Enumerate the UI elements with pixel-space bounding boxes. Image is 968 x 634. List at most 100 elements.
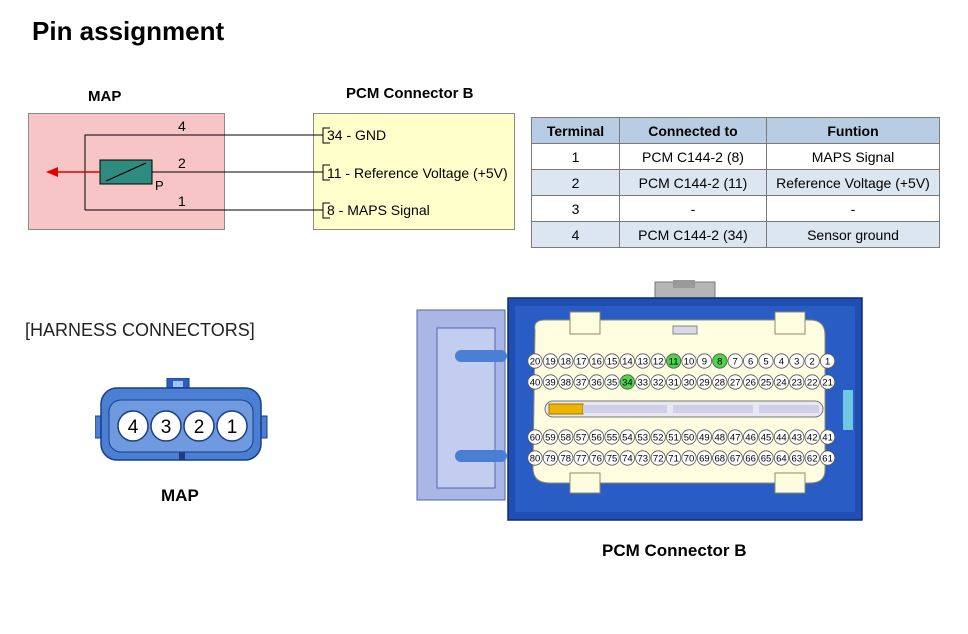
pcm-pin-77 (573, 450, 589, 466)
pcm-pin-20 (527, 353, 543, 369)
pcm-pin-14 (619, 353, 635, 369)
map-connector-pin-label: 4 (128, 417, 139, 438)
terminal-table: Terminal Connected to Funtion 1 PCM C144… (531, 117, 940, 248)
wiring-diagram (46, 127, 330, 219)
pcm-pin-7 (727, 353, 743, 369)
pcm-pin-60 (527, 429, 543, 445)
pcm-pin-32 (650, 374, 666, 390)
pcm-pin-label: 36 (591, 378, 602, 389)
table-cell: - (619, 195, 767, 222)
pcm-pin-45 (758, 429, 774, 445)
pcm-pin-36 (589, 374, 605, 390)
pcm-pin-label: 58 (561, 433, 572, 444)
table-header-row: Terminal Connected to Funtion (531, 117, 940, 144)
map-connector-pin-label: 3 (161, 417, 172, 438)
pcm-pin-label: 40 (530, 378, 541, 389)
pcm-pin-19 (542, 353, 558, 369)
pcm-pin-label: 9 (702, 357, 707, 368)
pcm-pin-label: 17 (576, 357, 587, 368)
pcm-pin-label: 26 (745, 378, 756, 389)
pcm-pin-25 (758, 374, 774, 390)
pcm-pin-58 (558, 429, 574, 445)
pcm-pin-label: 23 (792, 378, 803, 389)
map-connector-latch-window (173, 381, 183, 387)
table-row: 1 PCM C144-2 (8) MAPS Signal (531, 143, 940, 170)
pcm-pin-46 (742, 429, 759, 445)
table-cell: 3 (531, 195, 620, 222)
map-connector-pin-2 (183, 410, 215, 442)
pcm-pin-label: 59 (545, 433, 556, 444)
pcm-pin-33 (635, 374, 651, 390)
table-cell: PCM C144-2 (8) (619, 143, 767, 170)
pcm-pin-label: 67 (730, 454, 741, 465)
pcm-pin-label: 77 (576, 454, 587, 465)
pcm-bracket-8 (322, 202, 330, 219)
pcm-pin-label: 39 (545, 378, 556, 389)
pcm-pin-label: 48 (715, 433, 726, 444)
pcm-pin-label: 28 (715, 378, 726, 389)
pcm-pin-30 (681, 374, 697, 390)
pcm-face-clip (672, 325, 698, 335)
table-cell: - (766, 195, 940, 222)
pcm-top-latch-cap (673, 280, 695, 288)
pcm-pin-label: 14 (622, 357, 633, 368)
pcm-pin-2 (804, 353, 820, 369)
table-cell: Reference Voltage (+5V) (766, 169, 940, 196)
pcm-flange-rail-top (455, 350, 507, 362)
pcm-pin-label: 34 (622, 378, 633, 389)
pcm-pin-12 (650, 353, 666, 369)
table-cell: PCM C144-2 (34) (619, 221, 767, 248)
pcm-pin-label: 24 (776, 378, 787, 389)
harness-connectors-title: [HARNESS CONNECTORS] (25, 320, 255, 340)
pcm-pin-label: 42 (807, 433, 818, 444)
pcm-pin-label: 16 (591, 357, 602, 368)
pcm-pin-label: 60 (530, 433, 541, 444)
table-row: 2 PCM C144-2 (11) Reference Voltage (+5V… (531, 169, 940, 196)
map-pin-2: 2 (178, 155, 186, 171)
pcm-pin-label: 4 (779, 357, 784, 368)
arrow-head-icon (46, 167, 58, 177)
pcm-bracket-34 (322, 127, 330, 144)
pcm-pin-label: 66 (745, 454, 756, 465)
pcm-pin-label: 73 (638, 454, 649, 465)
pcm-pin-label: 70 (684, 454, 695, 465)
pcm-pin-label: 35 (607, 378, 618, 389)
pcm-pin-18 (558, 353, 574, 369)
pcm-pin-label: 50 (684, 433, 695, 444)
header-terminal: Terminal (531, 117, 620, 144)
pcm-pin-label: 5 (763, 357, 768, 368)
pcm-pin-16 (589, 353, 605, 369)
map-connector-pin-4 (117, 410, 149, 442)
pcm-pin-label: 27 (730, 378, 741, 389)
pcm-pin-label: 57 (576, 433, 587, 444)
pcm-pin-28 (712, 374, 728, 390)
pcm-pin-80 (527, 450, 543, 466)
pcm-pin-label: 13 (638, 357, 649, 368)
pcm-pin-38 (558, 374, 574, 390)
pcm-connector-box (313, 113, 515, 230)
pcm-pin-label: 43 (792, 433, 803, 444)
pcm-pin-label: 38 (561, 378, 572, 389)
pcm-pin-label: 80 (530, 454, 541, 465)
pcm-pin-label: 71 (668, 454, 679, 465)
pcm-center-rail-slot-2 (673, 405, 753, 413)
page-title: Pin assignment (32, 16, 225, 46)
pcm-pin-label: 3 (794, 357, 799, 368)
pcm-pin-label: 79 (545, 454, 556, 465)
pcm-pin-label: 33 (638, 378, 649, 389)
pcm-pin-22 (804, 374, 820, 390)
pcm-pin-42 (804, 429, 820, 445)
pcm-pin-label: 30 (684, 378, 695, 389)
pcm-center-rail-slot-1 (583, 405, 667, 413)
pcm-pin-label: 75 (607, 454, 618, 465)
pcm-pin-label: 69 (699, 454, 710, 465)
sensor-diagonal (105, 162, 147, 182)
header-function: Funtion (766, 117, 940, 144)
pcm-pin-label: 11 (669, 357, 679, 368)
pcm-pin-label: 8 (717, 357, 722, 368)
pcm-pin-24 (773, 374, 789, 390)
pcm-pin-13 (635, 353, 651, 369)
map-pin-4: 4 (178, 118, 186, 134)
pcm-pin-70 (681, 450, 697, 466)
